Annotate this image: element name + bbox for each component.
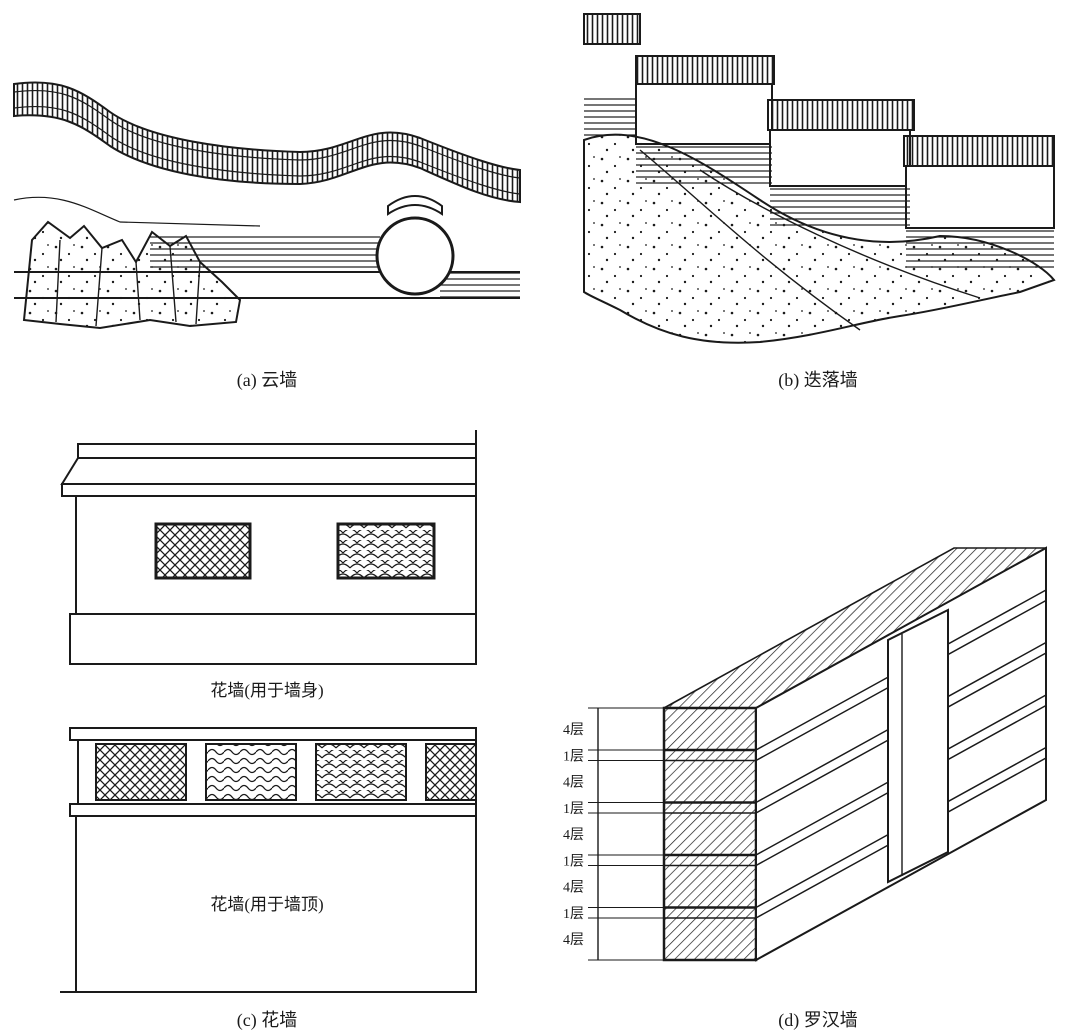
caption-d: (d) 罗汉墙: [778, 1010, 858, 1031]
top-fish-panel: [315, 743, 407, 801]
layer-label: 1层: [563, 802, 584, 817]
layer-label: 4层: [563, 723, 584, 738]
layer-label: 1层: [563, 854, 584, 869]
cloud-wall-coping: [13, 81, 521, 204]
lattice-window-1: [154, 522, 252, 580]
stepped-wall-coping-2: [635, 55, 775, 85]
panel-b-stepped-wall: (b) 迭落墙: [583, 13, 1056, 391]
layer-label: 4层: [563, 933, 584, 948]
top-wave-panel: [205, 743, 297, 801]
top-lattice-1: [95, 743, 187, 801]
panel-c-flower-wall: 花墙(用于墙身) 花墙(用于墙顶) (c) 花墙: [60, 430, 477, 1031]
layer-labels: 4层 1层 4层 1层 4层 1层 4层 1层 4层: [563, 707, 664, 961]
top-lattice-2: [425, 743, 477, 801]
panel-d-luohan-wall: 4层 1层 4层 1层 4层 1层 4层 1层 4层 (d) 罗汉墙: [563, 546, 1047, 1031]
rockery: [22, 220, 242, 330]
caption-b: (b) 迭落墙: [778, 370, 858, 391]
layer-label: 4层: [563, 776, 584, 791]
end-face-layer-lines: [664, 748, 756, 919]
fish-scale-window: [336, 522, 436, 580]
luohan-end-face: [662, 706, 758, 962]
stepped-wall-coping-4: [903, 135, 1055, 167]
earth-slope: [583, 133, 1056, 344]
layer-label: 4层: [563, 881, 584, 896]
layer-label: 1层: [563, 907, 584, 922]
layer-label: 4层: [563, 828, 584, 843]
moon-gate: [375, 216, 455, 296]
panel-a-cloud-wall: (a) 云墙: [13, 81, 521, 391]
caption-c: (c) 花墙: [237, 1010, 297, 1031]
stepped-wall-coping-3: [767, 99, 915, 131]
label-flower-wall-top: 花墙(用于墙顶): [210, 895, 323, 914]
layer-label: 1层: [563, 749, 584, 764]
caption-a: (a) 云墙: [237, 370, 297, 391]
label-flower-wall-body: 花墙(用于墙身): [210, 681, 323, 700]
